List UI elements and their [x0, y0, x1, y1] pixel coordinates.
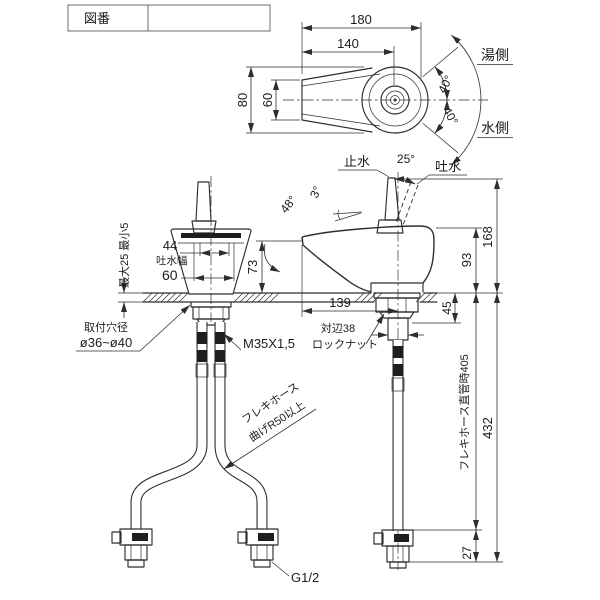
elbow-fitting-left — [111, 528, 153, 568]
front-view: 44 吐水幅 60 最大25 最小5 — [76, 176, 319, 585]
top-view: 40° 40° 湯側 水側 180 140 80 60 — [235, 12, 513, 166]
side-view: 止水 25° 吐水 3° 48° — [245, 152, 503, 570]
locknut-label: ロックナット — [312, 338, 378, 351]
title-block: 図番 — [67, 4, 271, 32]
dim-432: 432 — [480, 417, 495, 439]
tilt-angle: 3° — [307, 184, 325, 200]
dim-80: 80 — [235, 93, 250, 107]
dim-27: 27 — [460, 546, 474, 560]
dim-140: 140 — [337, 36, 359, 51]
faucet-body-side — [301, 225, 435, 284]
dim-73: 73 — [245, 260, 260, 274]
connection-thread-label: G1/2 — [291, 570, 319, 585]
hose-straight-length-label: フレキホース直管時405 — [457, 354, 471, 471]
thread-spec: M35X1,5 — [243, 336, 295, 351]
lever-angle: 25° — [397, 152, 415, 166]
mount-hole-title: 取付穴径 — [84, 320, 128, 334]
lever-side — [384, 177, 400, 221]
handle-swing-angle-upper: 40° — [435, 73, 456, 96]
lever-front — [195, 181, 212, 222]
elbow-fitting-right — [237, 528, 279, 568]
across-flats-label: 対辺38 — [321, 321, 355, 335]
handle-cap-outline — [361, 66, 429, 134]
dim-60-top: 60 — [260, 93, 275, 107]
deck-thickness-range: 最大25 最小5 — [117, 223, 131, 288]
elbow-fitting-side — [373, 529, 414, 569]
dim-93: 93 — [459, 253, 474, 267]
flex-hose-left — [130, 322, 208, 529]
dim-180: 180 — [350, 12, 372, 27]
dim-168: 168 — [480, 226, 495, 248]
mount-hole-range: ø36~ø40 — [80, 335, 132, 350]
drawing-number-label: 図番 — [84, 11, 110, 26]
spout-angle: 48° — [277, 193, 299, 216]
stop-position-label: 止水 — [344, 154, 370, 169]
faucet-body-front — [170, 228, 252, 295]
dim-60-front: 60 — [162, 267, 178, 283]
spout-width-label: 吐水幅 — [156, 254, 188, 267]
hose-fittings-front — [195, 332, 227, 378]
cold-side-label: 水側 — [481, 120, 509, 136]
discharge-position-label: 吐水 — [435, 159, 461, 174]
dim-45: 45 — [440, 301, 454, 315]
handle-swing-angle-lower: 40° — [440, 105, 461, 128]
hot-side-label: 湯側 — [481, 47, 509, 63]
dim-44: 44 — [163, 238, 177, 253]
flex-hose-right — [214, 322, 268, 529]
dim-139: 139 — [329, 295, 351, 310]
